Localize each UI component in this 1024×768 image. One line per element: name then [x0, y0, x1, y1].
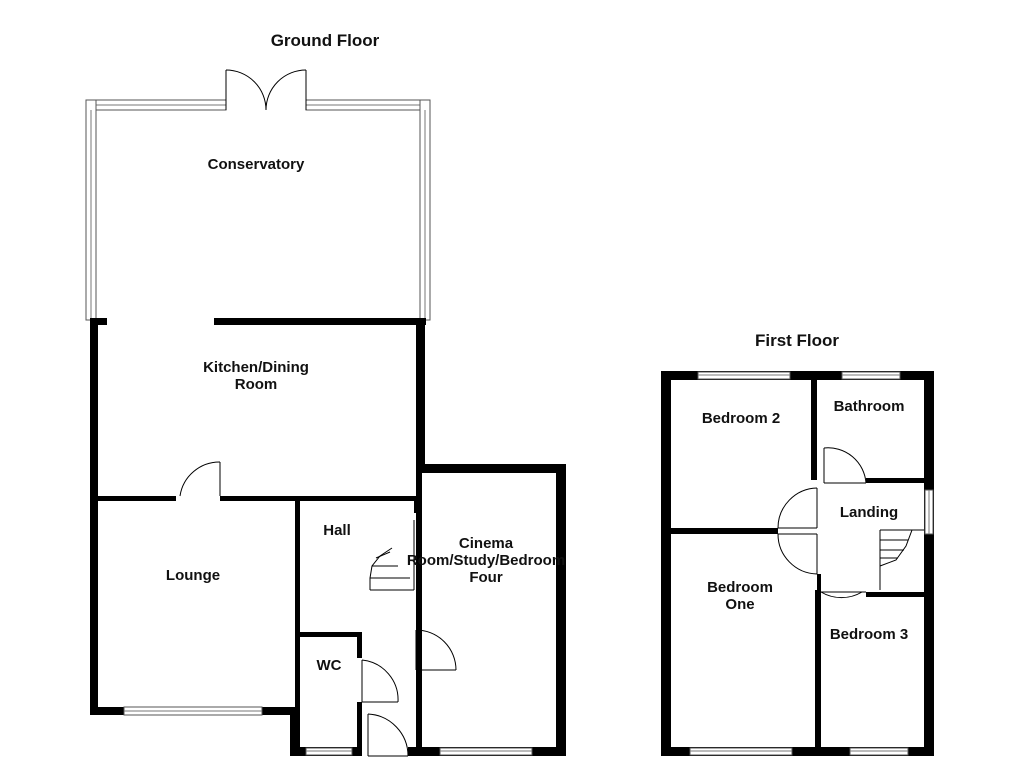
room-label-lounge: Lounge: [166, 567, 220, 584]
conservatory-frame: [85, 69, 431, 321]
conservatory-french-doors: [225, 69, 307, 111]
ground-floor: Ground Floor Conservatory: [85, 31, 566, 757]
room-label-wc: WC: [317, 657, 342, 674]
bedroom3-door: [820, 591, 866, 599]
room-label-bedroom-one-line1: Bedroom: [707, 579, 773, 596]
room-label-bedroom2: Bedroom 2: [702, 410, 780, 427]
first-floor-title: First Floor: [755, 331, 839, 350]
kitchen-lounge-door: [179, 461, 221, 497]
ground-floor-title: Ground Floor: [271, 31, 380, 50]
room-label-conservatory: Conservatory: [208, 156, 305, 173]
room-label-cinema-line2: Room/Study/Bedroom: [407, 552, 565, 569]
room-label-landing: Landing: [840, 504, 898, 521]
hall-stairs: [369, 520, 415, 591]
room-label-cinema-line1: Cinema: [459, 535, 514, 552]
bathroom-door: [823, 447, 867, 484]
first-walls: [661, 371, 934, 756]
landing-stairs: [879, 529, 924, 590]
room-label-kitchen-line1: Kitchen/Dining: [203, 359, 309, 376]
room-label-bedroom3: Bedroom 3: [830, 626, 908, 643]
bedroom2-door: [777, 487, 818, 529]
first-floor: First Floor: [661, 331, 934, 756]
wc-door: [361, 659, 399, 703]
bedroom-one-door: [777, 533, 818, 575]
room-label-bathroom: Bathroom: [834, 398, 905, 415]
room-label-hall: Hall: [323, 522, 351, 539]
front-door: [367, 713, 409, 757]
room-label-kitchen-line2: Room: [235, 376, 278, 393]
room-label-bedroom-one-line2: One: [725, 596, 754, 613]
hall-cinema-door: [415, 629, 457, 671]
room-label-cinema-line3: Four: [469, 569, 502, 586]
